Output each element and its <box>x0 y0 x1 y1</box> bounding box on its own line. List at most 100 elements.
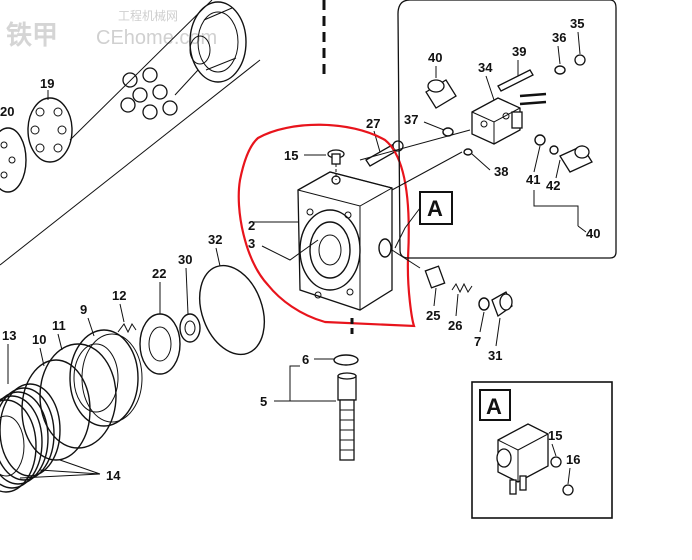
leader-5 <box>274 365 336 402</box>
inset-leader-16 <box>567 467 571 485</box>
part-32-seal-ring <box>199 264 265 356</box>
label-36: 36 <box>552 30 566 45</box>
leader-34 <box>485 75 495 101</box>
part-42-connector <box>559 145 593 173</box>
leader-36 <box>557 45 561 65</box>
label-35: 35 <box>570 16 584 31</box>
part-26-spring <box>451 282 473 294</box>
part-5-shaft <box>337 372 357 461</box>
inset-label-16: 16 <box>566 452 580 467</box>
leader-3 <box>261 239 319 261</box>
label-40a: 40 <box>428 50 442 65</box>
label-14: 14 <box>106 468 121 483</box>
label-38: 38 <box>494 164 508 179</box>
part-41-oring <box>534 134 559 155</box>
part-15-plug <box>327 149 345 165</box>
part-27-bolt <box>365 140 404 167</box>
label-32: 32 <box>208 232 222 247</box>
inset-a-label: A <box>486 394 502 419</box>
watermark-tagline: 工程机械网 <box>118 8 178 23</box>
part-22-plate <box>139 313 181 375</box>
label-30: 30 <box>178 252 192 267</box>
label-39: 39 <box>512 44 526 59</box>
watermark: 铁甲 CEhome.com 工程机械网 <box>6 8 217 50</box>
leader-41-42 <box>533 145 561 179</box>
label-5: 5 <box>260 394 267 409</box>
leader-32 <box>215 247 221 267</box>
leader-26 <box>455 293 459 317</box>
label-7: 7 <box>474 334 481 349</box>
label-31: 31 <box>488 348 502 363</box>
leader-7 <box>479 311 485 333</box>
part-38-oring <box>463 148 473 156</box>
label-41: 41 <box>526 172 540 187</box>
label-42: 42 <box>546 178 560 193</box>
axis-to-plug <box>391 249 421 269</box>
leader-10 <box>39 347 45 367</box>
label-19: 19 <box>40 76 54 91</box>
label-10: 10 <box>32 332 46 347</box>
leader-31 <box>495 317 501 347</box>
leader-35 <box>577 31 581 55</box>
gear-pin-cluster <box>120 67 178 120</box>
leader-9 <box>87 317 95 337</box>
planetary-gear-group <box>120 1 247 120</box>
label-11: 11 <box>52 318 66 333</box>
part-36-washer <box>554 65 566 75</box>
part-6-oring <box>333 354 359 366</box>
part-12-spring <box>117 323 137 334</box>
detail-inset-frame <box>397 0 617 259</box>
part-35-screw <box>574 54 586 66</box>
leader-12 <box>119 303 125 323</box>
main-axis-line <box>0 59 261 266</box>
label-37: 37 <box>404 112 418 127</box>
assembly-axis-top <box>69 0 213 141</box>
label-25: 25 <box>426 308 440 323</box>
callout-a-leader <box>394 207 421 249</box>
solenoid-marks <box>519 92 547 106</box>
inset-valve-block <box>496 423 574 496</box>
label-27: 27 <box>366 116 380 131</box>
part-19-disc <box>27 90 73 163</box>
highlight-circle <box>237 123 416 328</box>
part-37-oring <box>442 127 454 137</box>
inset-a-box <box>479 389 511 421</box>
label-12: 12 <box>112 288 126 303</box>
leader-25 <box>433 287 437 307</box>
part-20-plate <box>0 127 27 193</box>
friction-disc-stack <box>0 383 61 493</box>
label-34: 34 <box>478 60 493 75</box>
watermark-url: CEhome.com <box>96 27 217 49</box>
label-26: 26 <box>448 318 462 333</box>
label-22: 22 <box>152 266 166 281</box>
label-13: 13 <box>2 328 16 343</box>
part-30-bearing <box>179 313 201 343</box>
label-15: 15 <box>284 148 298 163</box>
part-31-plug <box>491 291 513 318</box>
part-7-oring <box>478 297 490 311</box>
watermark-brand: 铁甲 <box>6 20 58 50</box>
leader-14 <box>19 459 101 479</box>
label-2: 2 <box>248 218 255 233</box>
label-20: 20 <box>0 104 14 119</box>
valve-assembly <box>471 97 523 145</box>
label-3: 3 <box>248 236 255 251</box>
axis-to-valve-2 <box>391 151 463 191</box>
part-10-seal <box>21 359 91 461</box>
leader-11 <box>57 333 63 351</box>
leader-37 <box>423 121 445 131</box>
part-25-plug <box>424 265 446 289</box>
leader-40b-group <box>533 190 579 226</box>
callout-a-label: A <box>427 196 443 221</box>
housing-part-2 <box>297 171 393 311</box>
leader-30 <box>185 267 189 315</box>
label-6: 6 <box>302 352 309 367</box>
inset-label-15: 15 <box>548 428 562 443</box>
part-39-bolt <box>497 69 534 92</box>
part-11-seal <box>39 343 117 449</box>
label-9: 9 <box>80 302 87 317</box>
leader-40b <box>577 225 587 233</box>
label-40b: 40 <box>586 226 600 241</box>
part-40-connector <box>425 79 457 109</box>
